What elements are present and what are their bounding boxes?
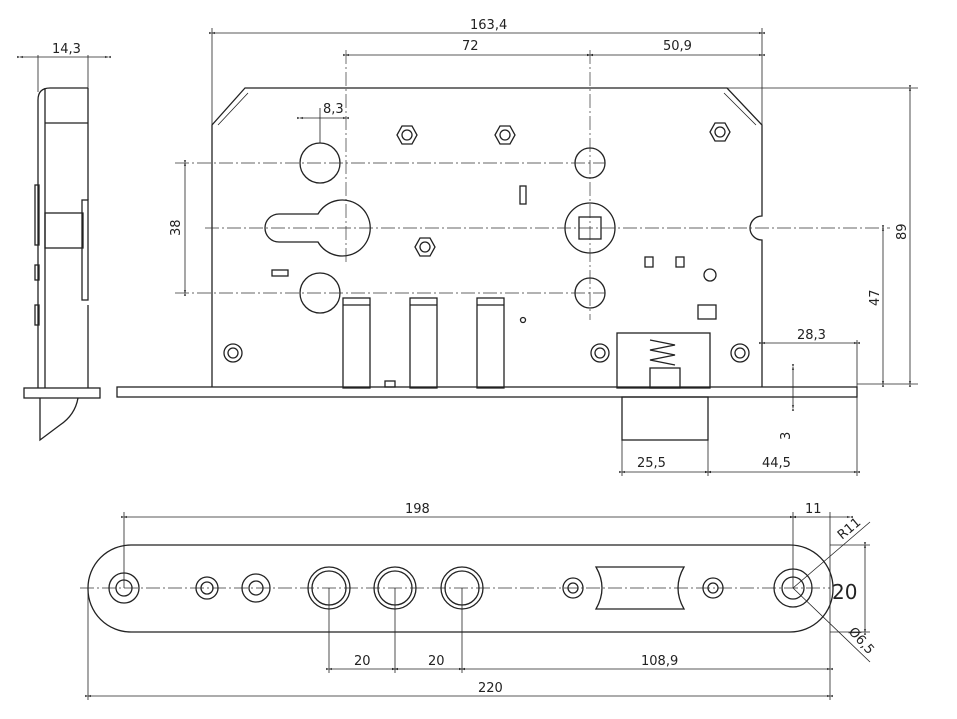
dim-latch-to-hole: 108,9 (641, 654, 678, 669)
dim-notch-height: 47 (868, 289, 883, 306)
dim-bolt-offset: 44,5 (762, 456, 791, 471)
dim-strike-hole-diameter: Ø6,5 (845, 625, 877, 658)
latch-bolts (342, 297, 711, 389)
dim-faceplate-thickness: 3 (779, 432, 794, 440)
dim-strike-length: 220 (478, 681, 503, 696)
dim-cylinder-offset: 8,3 (323, 102, 344, 117)
dim-follower-edge: 50,9 (663, 39, 692, 54)
side-view: 14,3 (17, 42, 111, 442)
dim-strike-height: 20 (832, 580, 857, 604)
dim-strike-hole-spacing: 198 (405, 502, 430, 517)
strike-plate-view: 198 11 R11 Ø6,5 20 20 20 108,9 220 (80, 502, 877, 700)
dim-overall-height: 89 (895, 223, 910, 240)
dim-keyhole-follower: 72 (462, 39, 479, 54)
dim-latch-spacing-1: 20 (354, 654, 371, 669)
dim-overall-width: 163,4 (470, 18, 507, 33)
dim-side-width: 14,3 (52, 42, 81, 57)
dim-bolt-width: 25,5 (637, 456, 666, 471)
dim-faceplate-overhang: 28,3 (797, 328, 826, 343)
dim-latch-spacing-2: 20 (428, 654, 445, 669)
dim-hole-spacing: 38 (169, 219, 184, 236)
front-view: 163,4 72 50,9 8,3 38 89 47 28,3 3 25,5 4… (116, 18, 918, 476)
dim-strike-radius: R11 (835, 515, 864, 543)
dim-strike-edge-offset: 11 (805, 502, 822, 517)
